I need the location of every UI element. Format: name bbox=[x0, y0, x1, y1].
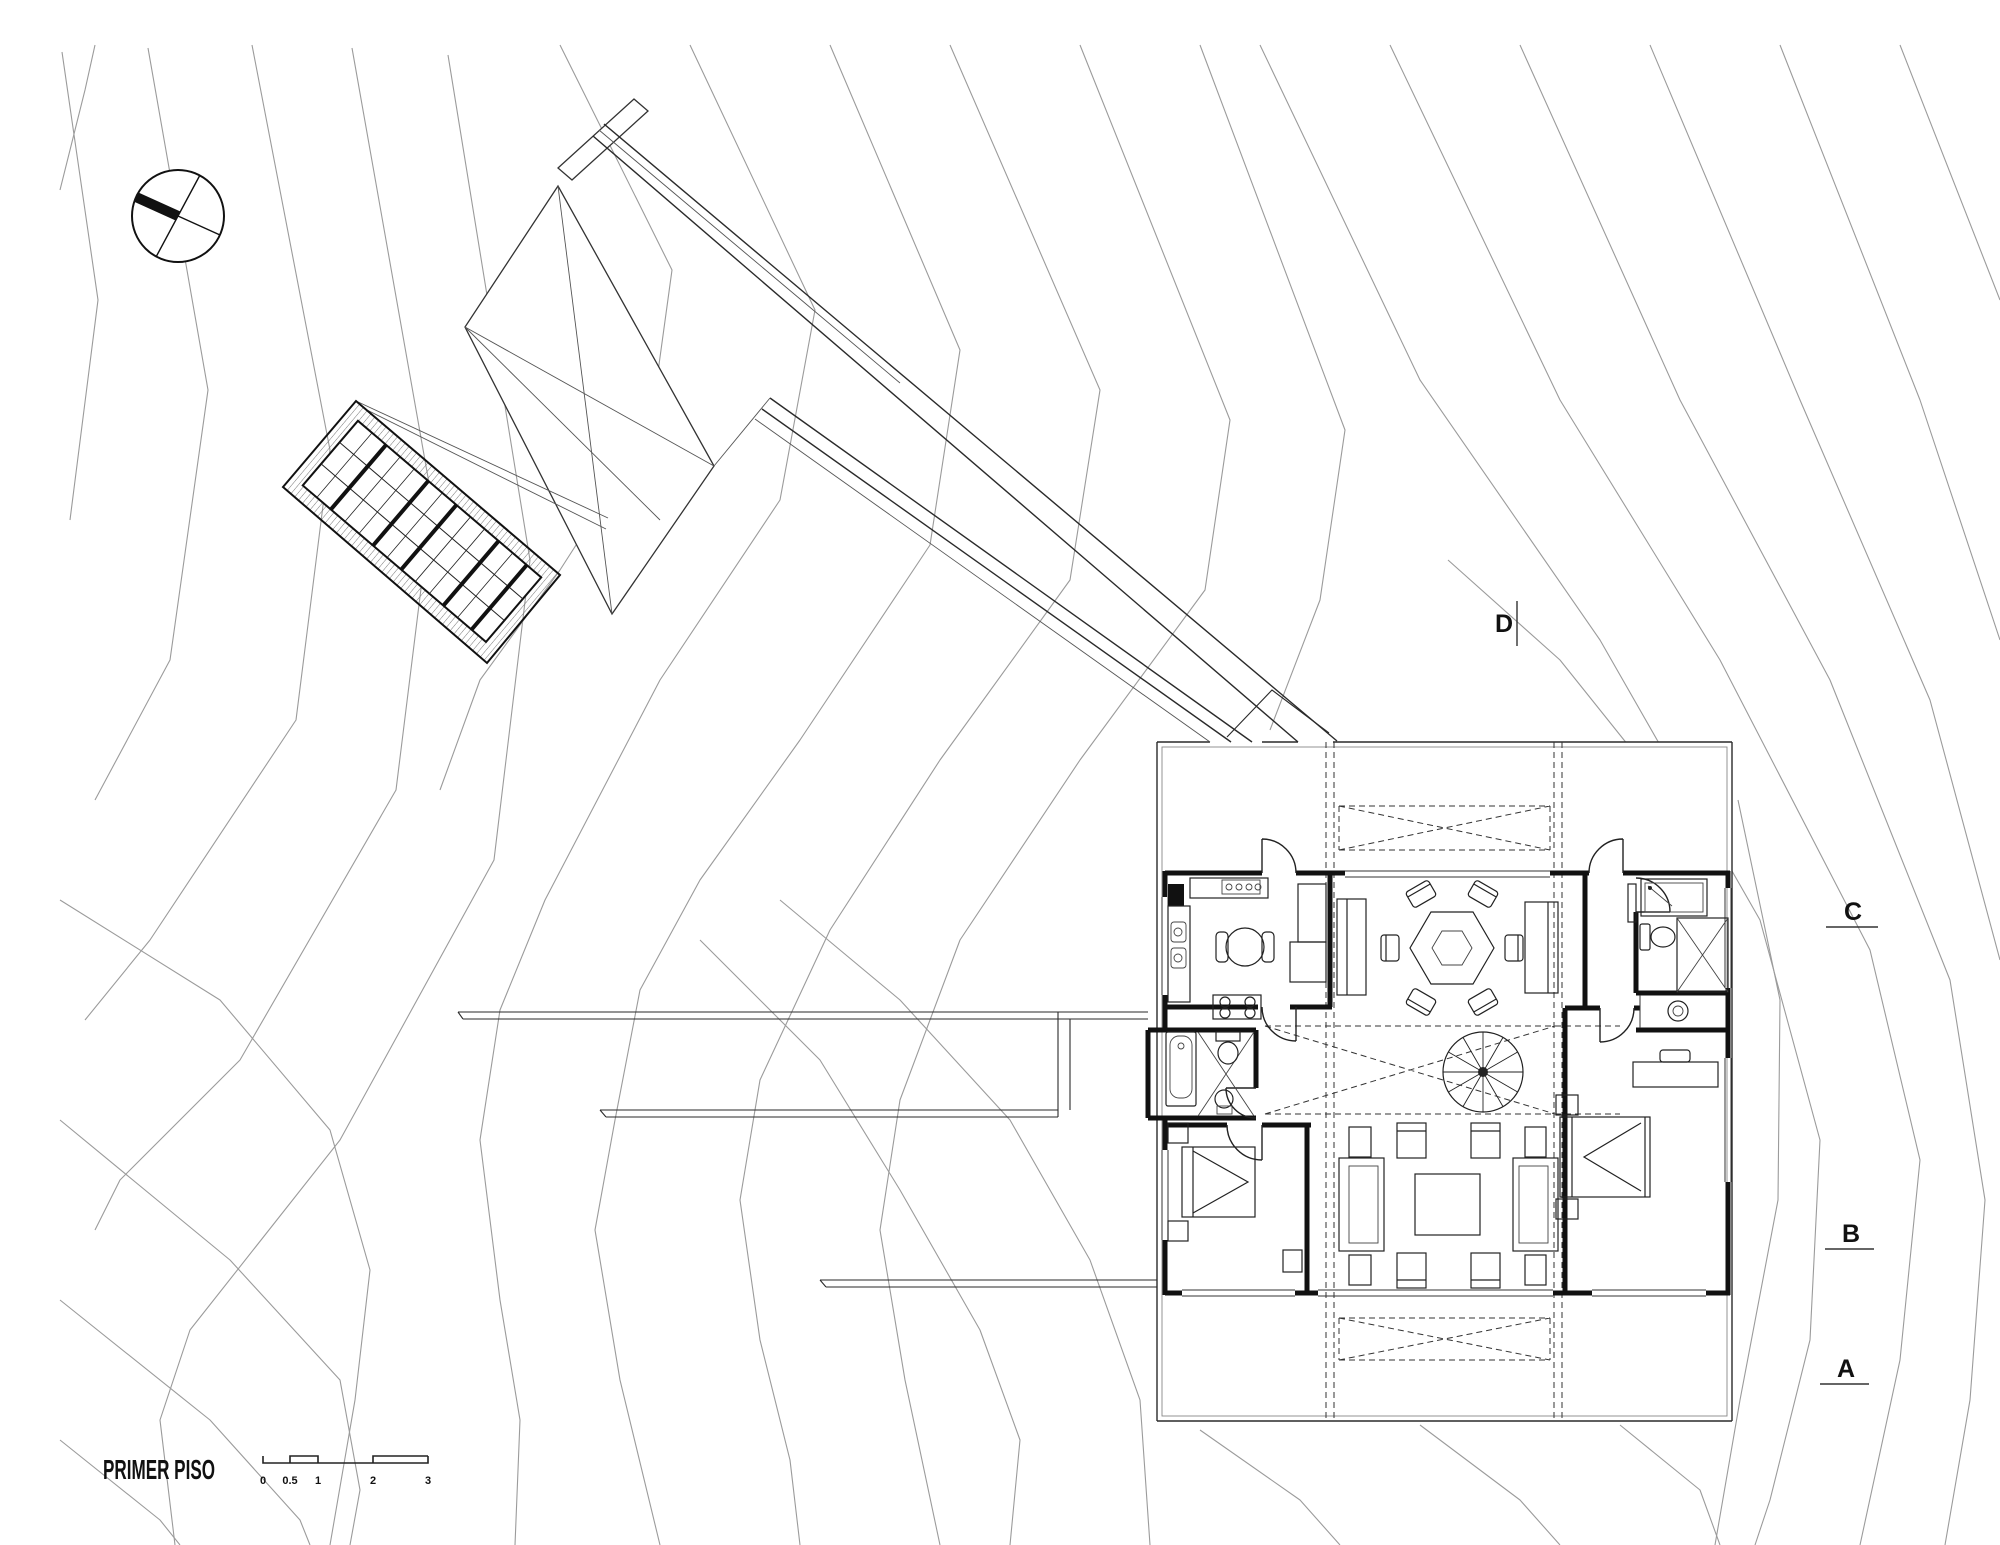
left-terrace bbox=[457, 1011, 1157, 1288]
house-walls bbox=[1145, 870, 1731, 1296]
dresser bbox=[1282, 1249, 1303, 1273]
bathroom-top-right bbox=[1627, 878, 1729, 1028]
sofa-right bbox=[1512, 1157, 1559, 1252]
toilet-tank bbox=[1215, 1031, 1241, 1042]
armchair bbox=[1396, 1122, 1427, 1159]
grid-marker-b: B bbox=[1825, 1220, 1874, 1250]
scale-tick-05: 0.5 bbox=[282, 1475, 297, 1487]
grid-label-d: D bbox=[1495, 610, 1513, 638]
roof-dashed-lines bbox=[1264, 742, 1620, 1421]
bathtub bbox=[1165, 1031, 1197, 1107]
sofa-left bbox=[1338, 1157, 1385, 1252]
entry-bridge bbox=[557, 98, 1338, 743]
nightstand bbox=[1555, 1094, 1579, 1116]
hatched-stair-pergola bbox=[281, 399, 562, 665]
scale-bar: 0 0.5 1 2 3 bbox=[260, 1455, 431, 1487]
side-table bbox=[1524, 1254, 1547, 1286]
side-table bbox=[1524, 1126, 1547, 1158]
scale-tick-3: 3 bbox=[425, 1475, 431, 1487]
coffee-table bbox=[1414, 1173, 1481, 1236]
spiral-staircase bbox=[1442, 1031, 1524, 1113]
desk-chair bbox=[1659, 1049, 1691, 1063]
kitchen-fixtures bbox=[1167, 877, 1327, 1020]
nightstand bbox=[1555, 1198, 1579, 1220]
door-arcs bbox=[1225, 838, 1671, 1161]
wardrobe-x bbox=[1676, 917, 1729, 993]
grid-label-a: A bbox=[1837, 1355, 1855, 1383]
double-bed-right bbox=[1559, 1116, 1651, 1198]
side-table bbox=[1348, 1254, 1372, 1286]
grid-label-b: B bbox=[1842, 1220, 1860, 1248]
bedroom-right bbox=[1555, 1049, 1719, 1220]
living-room-furniture bbox=[1338, 1122, 1559, 1289]
toilet bbox=[1639, 923, 1651, 951]
double-bed-left bbox=[1181, 1146, 1256, 1218]
kitchen-round-table bbox=[1225, 927, 1265, 967]
nightstand bbox=[1167, 1122, 1189, 1144]
armchair bbox=[1470, 1122, 1501, 1159]
armchair bbox=[1396, 1252, 1427, 1289]
washbasin bbox=[1667, 1000, 1689, 1022]
shower bbox=[1640, 878, 1708, 917]
grid-marker-d: D bbox=[1495, 601, 1518, 646]
armchair bbox=[1470, 1252, 1501, 1289]
refrigerator bbox=[1168, 884, 1184, 906]
grid-marker-a: A bbox=[1820, 1355, 1869, 1385]
floor-title: PRIMER PISO bbox=[103, 1454, 215, 1485]
stove bbox=[1212, 994, 1262, 1020]
scale-tick-0: 0 bbox=[260, 1475, 266, 1487]
bidet bbox=[1214, 1089, 1234, 1109]
bedroom-left bbox=[1167, 1122, 1303, 1273]
grid-label-c: C bbox=[1844, 898, 1862, 926]
north-arrow-compass-icon bbox=[131, 169, 225, 263]
side-table bbox=[1348, 1126, 1372, 1158]
folded-canopy bbox=[355, 184, 715, 616]
dining-hex-table bbox=[1409, 911, 1495, 985]
scale-tick-1: 1 bbox=[315, 1475, 321, 1487]
scale-tick-2: 2 bbox=[370, 1475, 376, 1487]
grid-marker-c: C bbox=[1826, 898, 1878, 928]
dining-chairs bbox=[1380, 880, 1524, 1016]
bathroom-left bbox=[1165, 1031, 1255, 1117]
dining-room-furniture bbox=[1336, 880, 1559, 1016]
nightstand bbox=[1167, 1220, 1189, 1242]
